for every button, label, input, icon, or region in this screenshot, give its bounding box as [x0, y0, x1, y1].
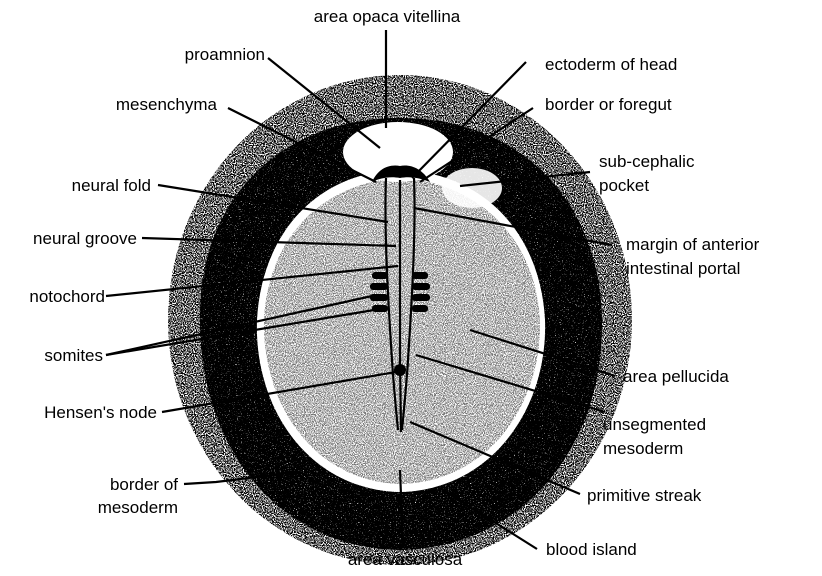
label-primitive-streak: primitive streak	[587, 486, 702, 505]
label-border-of-mesoderm-line1: border of	[110, 475, 178, 494]
label-blood-island: blood island	[546, 540, 637, 559]
sub-cephalic-pocket-region	[442, 168, 502, 208]
label-border-of-mesoderm-line2: mesoderm	[98, 498, 178, 517]
label-neural-fold: neural fold	[72, 176, 151, 195]
label-unsegmented-line1: unsegmented	[603, 415, 706, 434]
label-mesenchyma: mesenchyma	[116, 95, 218, 114]
label-area-opaca-vitellina: area opaca vitellina	[314, 7, 461, 26]
label-unsegmented-line2: mesoderm	[603, 439, 683, 458]
label-margin-line2: intestinal portal	[626, 259, 740, 278]
label-area-pellucida: area pellucida	[623, 367, 729, 386]
label-border-or-foregut: border or foregut	[545, 95, 672, 114]
label-somites: somites	[44, 346, 103, 365]
label-hensens-node: Hensen's node	[44, 403, 157, 422]
hensens-node-mark	[394, 364, 406, 376]
label-ectoderm-of-head: ectoderm of head	[545, 55, 677, 74]
label-notochord: notochord	[29, 287, 105, 306]
label-proamnion: proamnion	[185, 45, 265, 64]
label-sub-cephalic-line1: sub-cephalic	[599, 152, 695, 171]
label-sub-cephalic-line2: pocket	[599, 176, 649, 195]
label-neural-groove: neural groove	[33, 229, 137, 248]
label-margin-line1: margin of anterior	[626, 235, 760, 254]
label-area-vasculosa: area vasculosa	[348, 550, 463, 569]
